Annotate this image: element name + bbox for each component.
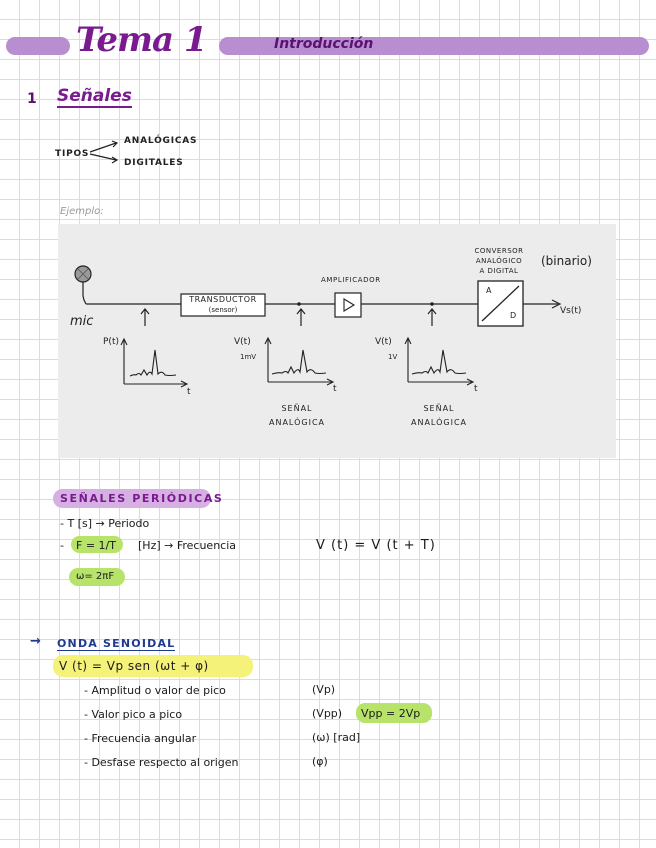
graph-2-caption: SEÑAL ANALÓGICA [258,402,336,430]
graph-2-unit: 1mV [240,353,257,361]
vpp-note: Vpp = 2Vp [361,707,421,720]
sine-arrow-icon: → [30,634,41,649]
binary-label: (binario) [541,254,592,268]
title-bar-left [6,37,70,55]
microphone-icon [74,265,92,305]
sine-equation-highlight [53,655,253,677]
sine-item-3-sym: (ω) [rad] [312,731,361,744]
periodic-highlight [53,489,211,508]
output-label: Vs(t) [560,306,582,316]
tipo-digitales: DIGITALES [124,158,184,168]
bullet-dash: - [60,539,64,552]
graph-2-ylabel: V(t) [234,337,251,347]
frequency-line: [Hz] → Frecuencia [138,539,237,552]
amplifier-label: AMPLIFICADOR [321,276,381,284]
sine-item-4-sym: (φ) [312,755,328,768]
tipo-analogicas: ANALÓGICAS [124,136,198,146]
graph-3-caption-2: ANALÓGICA [410,418,467,427]
converter-line-2: ANALÓGICO [475,257,523,265]
periodic-title: SEÑALES PERIÓDICAS [60,492,224,505]
graph-3-caption-1: SEÑAL [423,404,455,413]
sine-item-2-sym: (Vpp) [312,707,343,720]
sine-item-3: - Frecuencia angular [84,732,197,745]
transducer-box [180,293,266,317]
graph-3-unit: 1V [388,353,398,361]
probe-arrows [140,308,437,326]
graph-3-caption: SEÑAL ANALÓGICA [400,402,478,430]
output-arrow [551,299,562,309]
omega-highlight [69,568,125,586]
converter-label: CONVERSOR ANALÓGICO A DIGITAL [465,246,533,276]
transducer-sub: (sensor) [208,306,238,314]
graph-1-ylabel: P(t) [103,337,119,347]
graph-3-xlabel: t [474,384,478,394]
section-number: 1 [27,91,37,107]
graph-3-axes [404,336,475,386]
periodic-formula: V (t) = V (t + T) [316,538,436,553]
graph-1-signal [129,349,177,377]
adc-d-label: D [510,311,517,320]
amplifier-box [334,292,362,318]
page-title: Tema 1 [76,20,208,60]
graph-2-xlabel: t [333,384,337,394]
tipos-branch-arrows [89,140,119,164]
mic-label: mic [70,314,94,329]
sine-item-4: - Desfase respecto al origen [84,756,239,769]
graph-2-axes [264,336,335,386]
signal-chain-diagram [74,265,562,388]
period-line: - T [s] → Periodo [60,517,150,530]
graph-3-ylabel: V(t) [375,337,392,347]
converter-line-3: A DIGITAL [479,267,519,275]
sine-item-1: - Amplitud o valor de pico [84,684,226,697]
graph-1-xlabel: t [187,387,191,397]
frequency-formula: F = 1/T [76,539,116,552]
amplifier-symbol [343,298,356,312]
tipos-label: TIPOS [55,149,90,159]
diagram-background [58,224,616,458]
graph-2-caption-1: SEÑAL [281,404,313,413]
omega-formula: ω= 2πF [76,571,115,582]
sine-title: ONDA SENOIDAL [57,637,176,651]
graph-2-signal [271,349,327,375]
page-subtitle: Introducción [274,36,374,52]
adc-a-label: A [486,286,492,295]
graph-3-signal [411,349,467,375]
vpp-highlight [356,703,432,723]
converter-line-1: CONVERSOR [474,247,524,255]
transducer-title: TRANSDUCTOR [189,295,257,304]
sine-equation: V (t) = Vp sen (ωt + φ) [59,659,209,673]
section-title: Señales [57,86,132,108]
title-bar-right [219,37,649,55]
transducer-label: TRANSDUCTOR (sensor) [181,295,265,315]
sine-item-1-sym: (Vp) [312,683,336,696]
sine-item-2: - Valor pico a pico [84,708,183,721]
example-label: Ejemplo: [60,206,104,217]
graph-1-axes [120,337,189,388]
frequency-highlight [71,536,123,553]
graph-2-caption-2: ANALÓGICA [268,418,325,427]
